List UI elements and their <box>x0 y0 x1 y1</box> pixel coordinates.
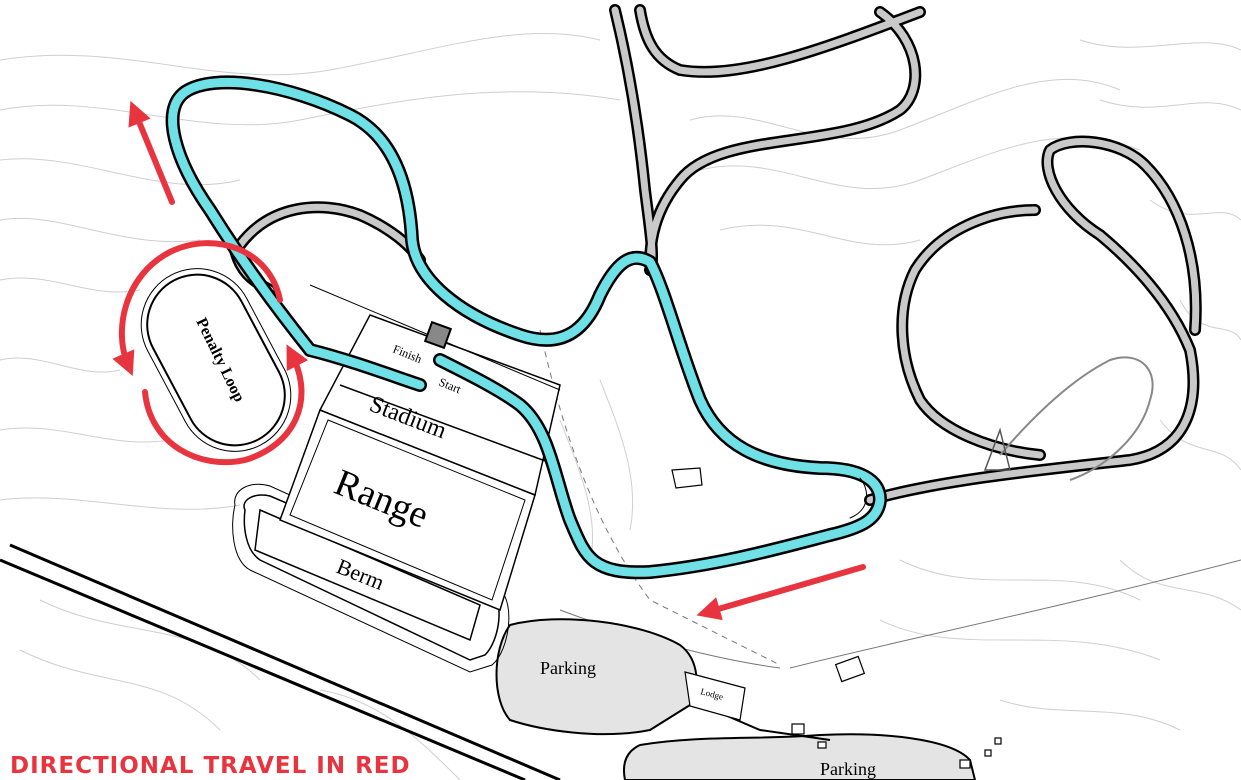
direction-arrows <box>112 100 866 621</box>
direction-arrow-icon <box>696 564 866 621</box>
parking-lot-lower <box>622 733 977 780</box>
lodge-building <box>684 671 746 721</box>
parking-label-upper: Parking <box>540 658 596 678</box>
stadium-area <box>318 314 561 497</box>
loop-arrow-icon <box>112 240 283 377</box>
berm-outer-ring <box>232 483 510 673</box>
direction-arrow-icon <box>128 100 175 205</box>
highway <box>0 543 561 780</box>
race-course <box>165 75 887 580</box>
area-boundary <box>539 329 781 666</box>
contour-lines <box>0 32 1241 780</box>
penalty-loop <box>140 268 292 452</box>
small-trail-loop <box>999 356 1154 481</box>
service-road <box>789 559 1241 669</box>
stadium-divider <box>339 384 549 463</box>
berm-outline <box>243 494 500 661</box>
parking-lot-upper <box>495 618 698 736</box>
legend-caption: DIRECTIONAL TRAVEL IN RED <box>10 753 411 779</box>
buildings <box>671 467 1002 769</box>
small-triangle-trail <box>983 427 1011 471</box>
berm-inner <box>254 508 481 642</box>
range-inner <box>289 419 526 601</box>
loop-arrow-icon <box>142 344 309 466</box>
timing-building <box>423 320 453 350</box>
parking-label-lower: Parking <box>820 759 876 779</box>
